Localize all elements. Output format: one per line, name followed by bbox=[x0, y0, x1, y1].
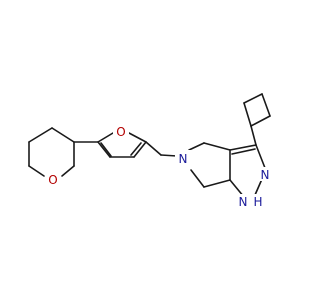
bond bbox=[203, 142, 231, 151]
pyrazole-nh-nitrogen-label: N bbox=[239, 195, 248, 209]
ring-nitrogen-label: N bbox=[179, 152, 188, 166]
bond bbox=[231, 148, 256, 155]
bond bbox=[28, 127, 53, 143]
bond bbox=[255, 144, 266, 169]
bonds bbox=[28, 93, 271, 198]
pyrazole-nitrogen-label: N bbox=[261, 168, 270, 182]
molecule-diagram: O O N N N H bbox=[28, 93, 273, 209]
bond bbox=[203, 179, 231, 188]
bond bbox=[188, 142, 205, 151]
bond bbox=[243, 102, 252, 127]
bond bbox=[61, 165, 75, 177]
bond bbox=[145, 141, 162, 156]
pyran-oxygen-label: O bbox=[48, 173, 57, 187]
bond bbox=[190, 169, 205, 188]
bond bbox=[130, 142, 142, 156]
bond bbox=[243, 93, 263, 104]
bond bbox=[133, 141, 147, 158]
furan-oxygen-label: O bbox=[116, 125, 125, 139]
bond bbox=[97, 141, 111, 158]
bond bbox=[28, 165, 45, 177]
bond bbox=[100, 142, 112, 157]
bond bbox=[160, 154, 178, 157]
bond bbox=[97, 132, 114, 143]
structure-drawing: O O N N N H bbox=[28, 93, 273, 209]
atom-labels: O O N N N H bbox=[45, 124, 273, 209]
bond bbox=[250, 125, 257, 146]
bond bbox=[51, 127, 75, 143]
nh-hydrogen-label: H bbox=[253, 195, 262, 209]
bond bbox=[229, 144, 257, 151]
bond bbox=[254, 178, 263, 196]
bond bbox=[250, 115, 271, 127]
bond bbox=[261, 93, 271, 117]
bond bbox=[128, 132, 147, 143]
